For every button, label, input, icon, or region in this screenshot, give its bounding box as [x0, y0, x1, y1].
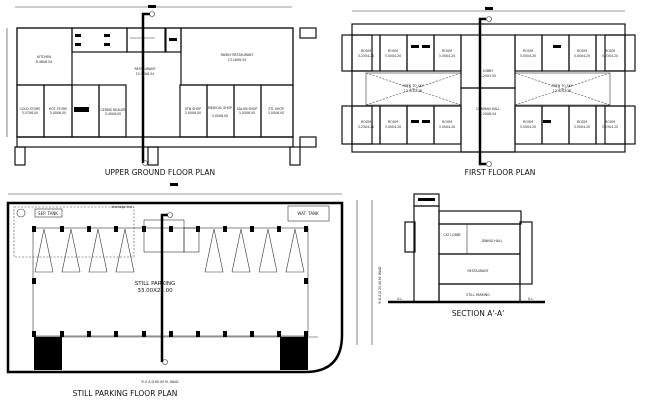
- svg-text:3.00X4.20: 3.00X4.20: [439, 125, 455, 129]
- open-sky-label-right: OPEN TO SKY: [551, 84, 572, 88]
- svg-text:ROOM: ROOM: [605, 120, 615, 124]
- svg-text:ROOM: ROOM: [388, 120, 398, 124]
- section-a-a: CAT LOBBY DINING HALL RESTAURANT STILL P…: [388, 193, 545, 318]
- svg-text:ROOM: ROOM: [361, 120, 371, 124]
- section-hall-label: DINING HALL: [482, 239, 503, 243]
- svg-text:3.00X4.20: 3.00X4.20: [385, 54, 401, 58]
- section-restaurant-label: RESTAURANT: [467, 269, 488, 273]
- svg-text:ROOM: ROOM: [442, 49, 452, 53]
- svg-text:3.00X4.20: 3.00X4.20: [574, 125, 590, 129]
- ground-level-right: G.L.: [528, 297, 534, 301]
- parking-outline: [6, 201, 344, 374]
- parking-size: 33.00X25.00: [137, 288, 173, 294]
- lobby-label: LOBBY: [483, 69, 493, 73]
- svg-text:3.00X6.00: 3.00X6.00: [212, 114, 228, 118]
- svg-text:COLD STORE: COLD STORE: [20, 107, 41, 111]
- svg-text:STN SHOP: STN SHOP: [185, 107, 201, 111]
- water-tank-label: WAT. TANK: [297, 211, 319, 216]
- svg-text:ROOM: ROOM: [361, 49, 371, 53]
- section-parking-label: STILL PARKING: [466, 293, 490, 297]
- section-upper-label: CAT LOBBY: [443, 233, 460, 237]
- parking-bays: [34, 228, 305, 273]
- svg-text:ROOM: ROOM: [577, 49, 587, 53]
- open-sky-size-left: 12.31X2.28: [404, 89, 422, 93]
- road-label: R O A D 60.00 M. WAID: [142, 380, 179, 384]
- svg-text:3.00X6.00: 3.00X6.00: [239, 111, 255, 115]
- restaurant-label: RESTAURANT: [134, 67, 155, 71]
- upper-ground-title: UPPER GROUND FLOOR PLAN: [105, 168, 215, 177]
- family-restaurant-size: 13.16X6.54: [228, 58, 246, 62]
- svg-text:3.23X4.20: 3.23X4.20: [358, 125, 374, 129]
- svg-text:3.00X4.20: 3.00X4.20: [520, 125, 536, 129]
- svg-text:HOT STORE: HOT STORE: [49, 107, 68, 111]
- hall-size: 6.20X6.54: [480, 112, 496, 116]
- svg-text:3.40X6.00: 3.40X6.00: [105, 112, 121, 116]
- parking-label: STILL PARKING: [135, 281, 176, 287]
- svg-text:3.23X4.20: 3.23X4.20: [358, 54, 374, 58]
- kitchen-label: KITCHEN: [37, 55, 51, 59]
- svg-text:3.23X4.20: 3.23X4.20: [602, 125, 618, 129]
- columns: [32, 226, 308, 370]
- sep-tank: [34, 208, 63, 218]
- drainage-label: drainage line: [112, 205, 133, 209]
- lobby-size: 6.20X3.50: [480, 74, 496, 78]
- svg-text:ROOM: ROOM: [577, 120, 587, 124]
- svg-text:3.00X4.20: 3.00X4.20: [439, 54, 455, 58]
- open-sky-label-left: OPEN TO SKY: [402, 84, 423, 88]
- svg-text:ROOM: ROOM: [523, 49, 533, 53]
- svg-text:ROOM: ROOM: [605, 49, 615, 53]
- first-floor-plan: OPEN TO SKY 12.31X2.28 OPEN TO SKY 12.31…: [341, 7, 636, 177]
- svg-text:3.00X4.20: 3.00X4.20: [520, 54, 536, 58]
- shop-labels: COLD STORE 3.57X6.00 HOT STORE 3.00X6.00…: [20, 106, 285, 118]
- svg-text:STL SHOP: STL SHOP: [268, 107, 284, 111]
- parking-title: STILL PARKING FLOOR PLAN: [73, 389, 178, 398]
- upper-ground-outline: [16, 27, 294, 138]
- svg-text:3.00X6.00: 3.00X6.00: [268, 111, 284, 115]
- parking-floor-plan: SEP. TANK drainage line WAT. TANK STILL: [6, 183, 382, 398]
- section-title: SECTION A'-A': [452, 309, 504, 318]
- restaurant-size: 15.13X6.54: [136, 72, 154, 76]
- svg-text:ROOM: ROOM: [442, 120, 452, 124]
- svg-text:3.23X4.20: 3.23X4.20: [602, 54, 618, 58]
- svg-text:CEMNS DEALER: CEMNS DEALER: [100, 108, 126, 112]
- side-road-label: R O A D 25.00 M. WAID: [378, 266, 382, 303]
- upper-ground-floor-plan: KITCHEN 6.46X6.54 RESTAURANT 15.13X6.54 …: [6, 5, 317, 177]
- sep-tank-label: SEP. TANK: [38, 211, 58, 216]
- svg-text:3.00X4.20: 3.00X4.20: [574, 54, 590, 58]
- svg-text:SALON SHOP: SALON SHOP: [237, 107, 258, 111]
- hall-label: COMMAN HALL: [476, 107, 500, 111]
- open-sky-size-right: 12.31X2.28: [553, 89, 571, 93]
- svg-text:3.57X6.00: 3.57X6.00: [22, 111, 38, 115]
- svg-text:3.00X6.00: 3.00X6.00: [50, 111, 66, 115]
- svg-text:ROOM: ROOM: [523, 120, 533, 124]
- water-tank: [287, 205, 330, 222]
- svg-text:3.00X4.20: 3.00X4.20: [385, 125, 401, 129]
- svg-text:3.00X6.00: 3.00X6.00: [185, 111, 201, 115]
- ground-level-left: G.L.: [397, 297, 403, 301]
- family-restaurant-label: FAMILY RESTAURANT: [221, 53, 254, 57]
- first-floor-title: FIRST FLOOR PLAN: [465, 168, 536, 177]
- svg-text:MEDICAL SHOP: MEDICAL SHOP: [208, 106, 232, 110]
- svg-text:ROOM: ROOM: [388, 49, 398, 53]
- kitchen-size: 6.46X6.54: [36, 60, 52, 64]
